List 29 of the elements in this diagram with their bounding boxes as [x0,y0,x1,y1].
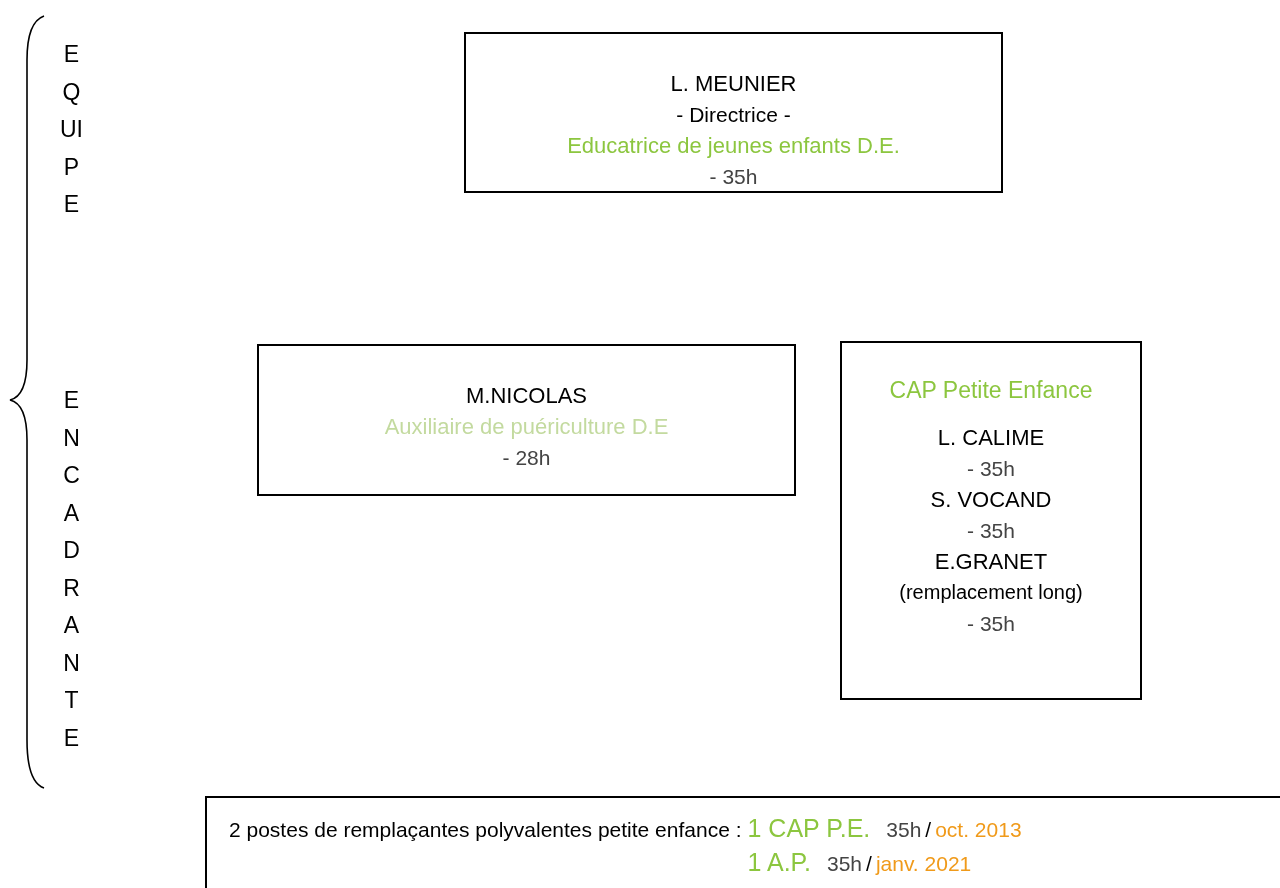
vertical-label: ENCADRANTE [62,386,81,753]
role-text: - Directrice - [676,102,791,128]
hours-text: - 35h [967,456,1015,482]
qualification-text: Educatrice de jeunes enfants D.E. [567,132,900,160]
position-label: 1 CAP P.E. [747,813,871,844]
person-name: M.NICOLAS [466,382,587,410]
hours-text: - 35h [967,518,1015,544]
hours-text: 35h [827,851,863,877]
hours-text: 35h [886,817,922,843]
hours-text: - 35h [967,611,1015,637]
qualification-text: Auxiliaire de puériculture D.E [384,413,669,441]
person-name: E.GRANET [934,548,1048,576]
date-text: janv. 2021 [875,851,972,877]
separator-slash: / [866,851,872,877]
position-label: 1 A.P. [747,847,811,878]
hours-text: - 28h [502,445,551,471]
note-text: (remplacement long) [899,580,1083,605]
person-name: L. CALIME [937,424,1045,452]
staff-box [840,341,1142,700]
description-text: 2 postes de remplaçantes polyvalentes petite enfance : [229,817,742,843]
person-name: L. MEUNIER [670,70,797,98]
hours-text: - 35h [709,164,758,190]
staff-box [257,344,796,496]
group-heading: CAP Petite Enfance [889,376,1093,405]
vertical-label: EQUIPE [60,40,83,219]
person-name: S. VOCAND [930,486,1052,514]
date-text: oct. 2013 [935,817,1022,843]
staff-box [464,32,1003,193]
separator-slash: / [925,817,932,843]
